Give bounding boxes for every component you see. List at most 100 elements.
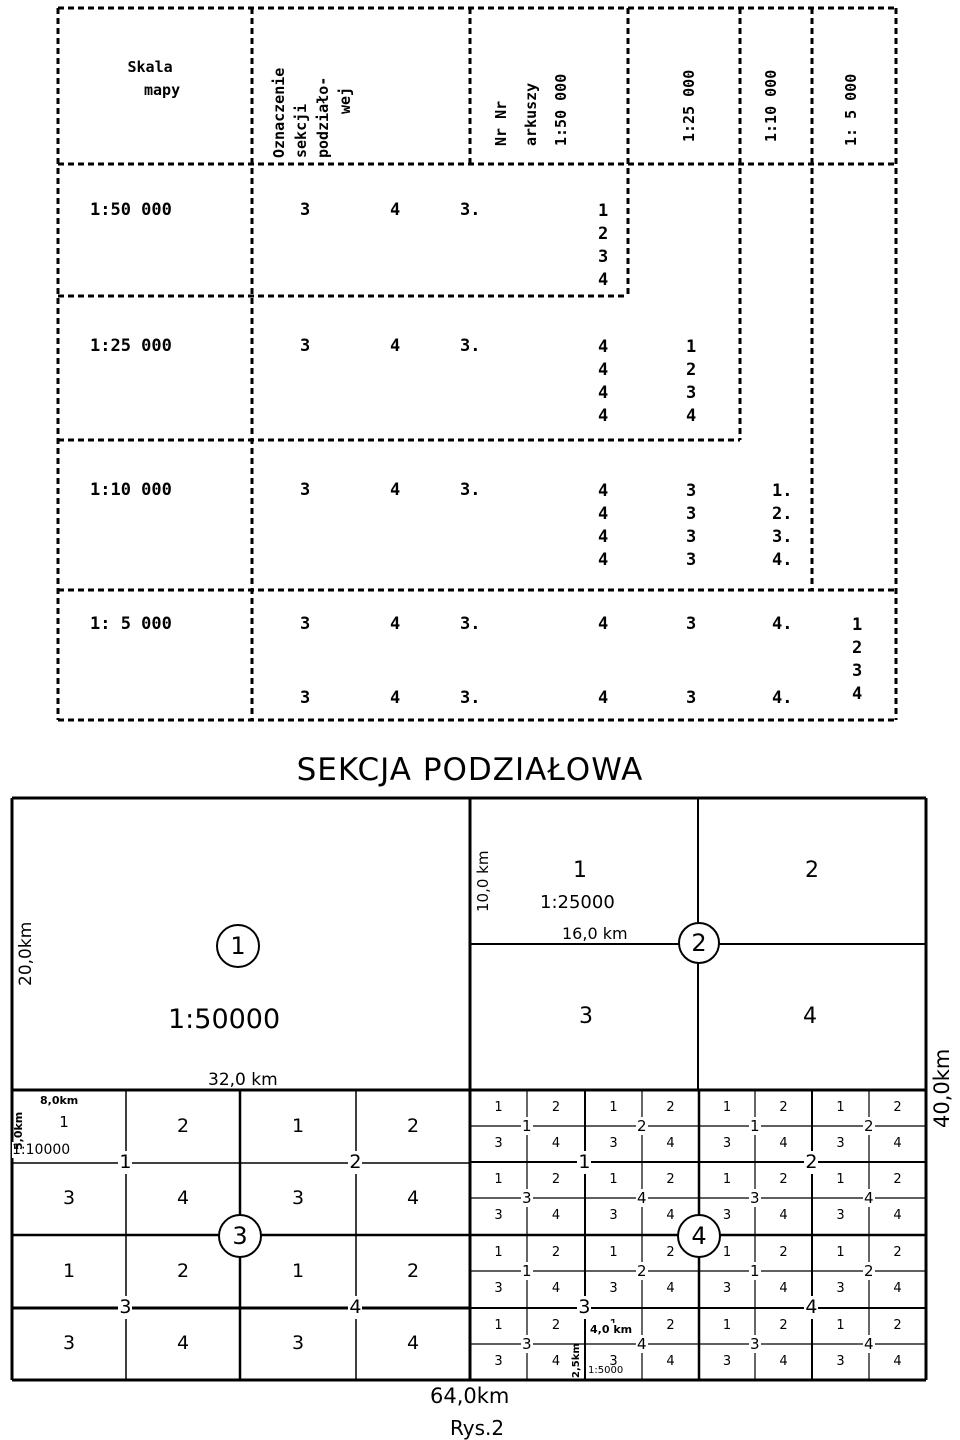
q4-cell-r4c4: 1 bbox=[722, 1244, 732, 1260]
row-3-sheet25-1: 3 bbox=[686, 481, 697, 501]
row-4-sheet5-2: 2 bbox=[852, 638, 863, 658]
row-4-scale: 1: 5 000 bbox=[90, 614, 172, 634]
q4-cell-r3c1: 4 bbox=[551, 1208, 561, 1224]
row-4-sheet5-3: 3 bbox=[852, 661, 863, 681]
row-3-sheet10-3: 3. bbox=[772, 527, 793, 547]
row-3-sheet50-4: 4 bbox=[598, 550, 609, 570]
row-2-sheet25-4: 4 bbox=[686, 406, 697, 426]
q4-cell-r7c6: 3 bbox=[836, 1353, 845, 1369]
q4-cell-r6c1: 2 bbox=[551, 1317, 561, 1333]
q4-mid-4: 3 bbox=[521, 1188, 533, 1207]
q4-cell-r1c7: 4 bbox=[893, 1135, 902, 1151]
q4-mid-3: 2 bbox=[863, 1116, 875, 1135]
height-20km-label: 20,0km bbox=[16, 921, 36, 986]
section-circle-1: 1 bbox=[216, 924, 260, 968]
q4-cell-r4c2: 1 bbox=[609, 1244, 618, 1260]
header-scale-line-1: Skala bbox=[127, 58, 173, 76]
row-3-sheet50-1: 4 bbox=[598, 481, 609, 501]
height-10km-label: 10,0 km bbox=[474, 850, 492, 912]
q4-cell-r2c7: 2 bbox=[893, 1171, 902, 1187]
q4-cell-r5c3: 4 bbox=[666, 1281, 675, 1297]
row-4-sheet5-1: 1 bbox=[852, 615, 863, 635]
q4-cell-r7c5: 4 bbox=[779, 1353, 788, 1369]
q4-mid-14: 3 bbox=[749, 1334, 761, 1353]
row-2-sheet25-1: 1 bbox=[686, 337, 697, 357]
q4-cell-r6c7: 2 bbox=[893, 1317, 902, 1333]
row-2-code-b: 4 bbox=[390, 336, 401, 356]
q4-cell-r4c5: 2 bbox=[779, 1244, 788, 1260]
q4-cell-r2c6: 1 bbox=[836, 1171, 845, 1187]
q4-cell-r5c7: 4 bbox=[893, 1281, 902, 1297]
q4-cell-r2c3: 2 bbox=[666, 1171, 675, 1187]
q4-cell-r1c0: 3 bbox=[494, 1135, 503, 1151]
row-3-code-b: 4 bbox=[390, 480, 401, 500]
q4-cell-r0c1: 2 bbox=[551, 1099, 561, 1115]
table-dashed-lines bbox=[56, 6, 898, 722]
q4-mid-12: 3 bbox=[521, 1334, 533, 1353]
q4-cell-r7c2: 3 bbox=[609, 1353, 618, 1369]
q4-cell-r2c4: 1 bbox=[722, 1171, 732, 1187]
q3-mid-1: 1 bbox=[118, 1151, 133, 1175]
scale-1-5000: 1:5000 bbox=[588, 1365, 624, 1376]
q4-bigmid-4: 4 bbox=[804, 1296, 819, 1320]
q4-cell-r6c3: 2 bbox=[666, 1317, 675, 1333]
row-4-sheet50-2: 4 bbox=[598, 688, 609, 708]
q2-cell-1: 1 bbox=[573, 858, 587, 884]
q4-cell-r5c2: 3 bbox=[609, 1281, 618, 1297]
q3-cell-r3c0: 3 bbox=[62, 1332, 76, 1355]
row-4-code2-b: 4 bbox=[390, 688, 401, 708]
q4-cell-r3c2: 3 bbox=[609, 1208, 618, 1224]
q3-cell-r1c3: 4 bbox=[406, 1187, 420, 1210]
figure-caption: Rys.2 bbox=[450, 1416, 505, 1440]
q4-cell-r1c6: 3 bbox=[836, 1135, 845, 1151]
q4-mid-7: 4 bbox=[863, 1188, 875, 1207]
q4-cell-r6c5: 2 bbox=[779, 1317, 788, 1333]
q2-cell-2: 2 bbox=[805, 858, 819, 884]
row-1-sheet-2: 2 bbox=[598, 224, 609, 244]
row-2-sheet25-3: 3 bbox=[686, 383, 697, 403]
row-4-code-b: 4 bbox=[390, 614, 401, 634]
row-2-scale: 1:25 000 bbox=[90, 336, 172, 356]
q4-cell-r4c7: 2 bbox=[893, 1244, 902, 1260]
q4-cell-r7c0: 3 bbox=[494, 1353, 503, 1369]
width-32km-label: 32,0 km bbox=[208, 1070, 278, 1090]
row-1-sheets-50k: 1 2 3 4 bbox=[598, 200, 608, 292]
q3-cell-r3c2: 3 bbox=[291, 1332, 305, 1355]
row-3-code-c: 3. bbox=[460, 480, 481, 500]
q4-mid-2: 1 bbox=[749, 1116, 761, 1135]
row-2-code-c: 3. bbox=[460, 336, 481, 356]
q4-cell-r1c4: 3 bbox=[722, 1135, 732, 1151]
q3-cell-r3c1: 4 bbox=[176, 1332, 190, 1355]
q4-mid-5: 4 bbox=[636, 1188, 648, 1207]
q4-cell-r5c6: 3 bbox=[836, 1281, 845, 1297]
q4-cell-r0c5: 2 bbox=[779, 1099, 788, 1115]
scale-1-10000: 1:10000 bbox=[12, 1142, 71, 1158]
row-1-sheet-4: 4 bbox=[598, 270, 609, 290]
row-2-sheets-25k: 1 2 3 4 bbox=[686, 336, 696, 428]
row-4-sheet10-2: 4. bbox=[772, 688, 793, 708]
q4-cell-r0c4: 1 bbox=[722, 1099, 732, 1115]
row-3-sheet25-2: 3 bbox=[686, 504, 697, 524]
row-1-code-c: 3. bbox=[460, 200, 481, 220]
q4-cell-r3c4: 3 bbox=[722, 1208, 732, 1224]
row-2-sheet50-3: 4 bbox=[598, 383, 609, 403]
q3-cell-r1c1: 4 bbox=[176, 1187, 190, 1210]
row-4-sheet10-1: 4. bbox=[772, 614, 793, 634]
row-3-sheet10-1: 1. bbox=[772, 481, 793, 501]
q4-cell-r5c1: 4 bbox=[551, 1281, 561, 1297]
row-3-sheet50-3: 4 bbox=[598, 527, 609, 547]
q4-cell-r2c2: 1 bbox=[609, 1171, 618, 1187]
q4-mid-11: 2 bbox=[863, 1261, 875, 1280]
height-5km-label: 5,0km bbox=[12, 1111, 25, 1150]
scale-1-50000: 1:50000 bbox=[168, 1004, 281, 1035]
row-3-sheet10-2: 2. bbox=[772, 504, 793, 524]
total-height-label: 40,0km bbox=[930, 1048, 954, 1128]
q4-mid-10: 1 bbox=[749, 1261, 761, 1280]
q4-cell-r6c6: 1 bbox=[836, 1317, 845, 1333]
q4-cell-r3c3: 4 bbox=[666, 1208, 675, 1224]
row-3-scale: 1:10 000 bbox=[90, 480, 172, 500]
row-3-sheet25-4: 3 bbox=[686, 550, 697, 570]
q4-cell-r5c4: 3 bbox=[722, 1281, 732, 1297]
q4-cell-r0c3: 2 bbox=[666, 1099, 675, 1115]
